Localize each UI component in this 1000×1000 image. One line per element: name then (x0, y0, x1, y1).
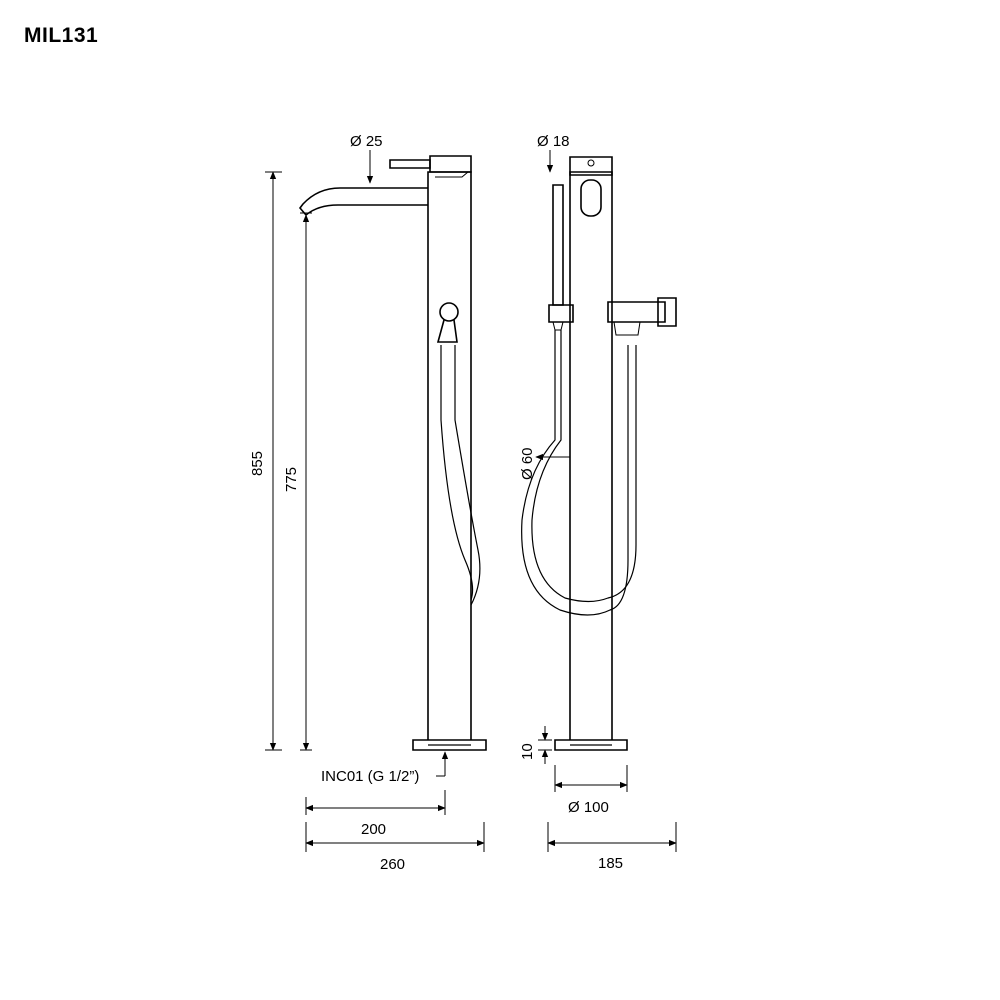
front-handshower (552, 184, 564, 306)
front-base (554, 739, 628, 751)
label-depth: 260 (380, 856, 405, 873)
dim-base-thickness (538, 726, 552, 764)
dim-diam-base (554, 765, 628, 792)
label-diam-handle: Ø 25 (350, 133, 383, 150)
label-height-spout: 775 (283, 467, 300, 492)
front-spout-outlet (580, 179, 602, 217)
side-hose (440, 345, 474, 601)
dim-reach (305, 790, 446, 815)
label-height-total: 855 (249, 451, 266, 476)
side-shower-holder (439, 302, 459, 322)
label-diam-base: Ø 100 (568, 799, 609, 816)
label-diam-hose: Ø 60 (519, 447, 536, 480)
dim-connection (436, 751, 449, 777)
dim-height-spout (300, 212, 312, 751)
label-reach: 200 (361, 821, 386, 838)
dim-width (547, 822, 677, 852)
front-view (521, 156, 677, 751)
label-connection: INC01 (G 1/2”) (321, 768, 419, 785)
front-column (569, 171, 613, 740)
side-cartridge-head (429, 155, 472, 173)
label-width: 185 (598, 855, 623, 872)
product-code: MIL131 (24, 24, 99, 47)
dim-depth (305, 822, 485, 852)
front-hose-loop (521, 330, 629, 616)
side-spout (298, 187, 428, 217)
side-column (427, 171, 472, 740)
side-lever-handle (389, 159, 431, 169)
front-cartridge-head (569, 156, 613, 176)
side-base (412, 739, 487, 751)
label-diam-spout: Ø 18 (537, 133, 570, 150)
dim-height-total (265, 171, 282, 751)
label-base-thickness: 10 (519, 743, 536, 760)
front-shower-holder (607, 301, 666, 323)
side-view (298, 155, 487, 751)
